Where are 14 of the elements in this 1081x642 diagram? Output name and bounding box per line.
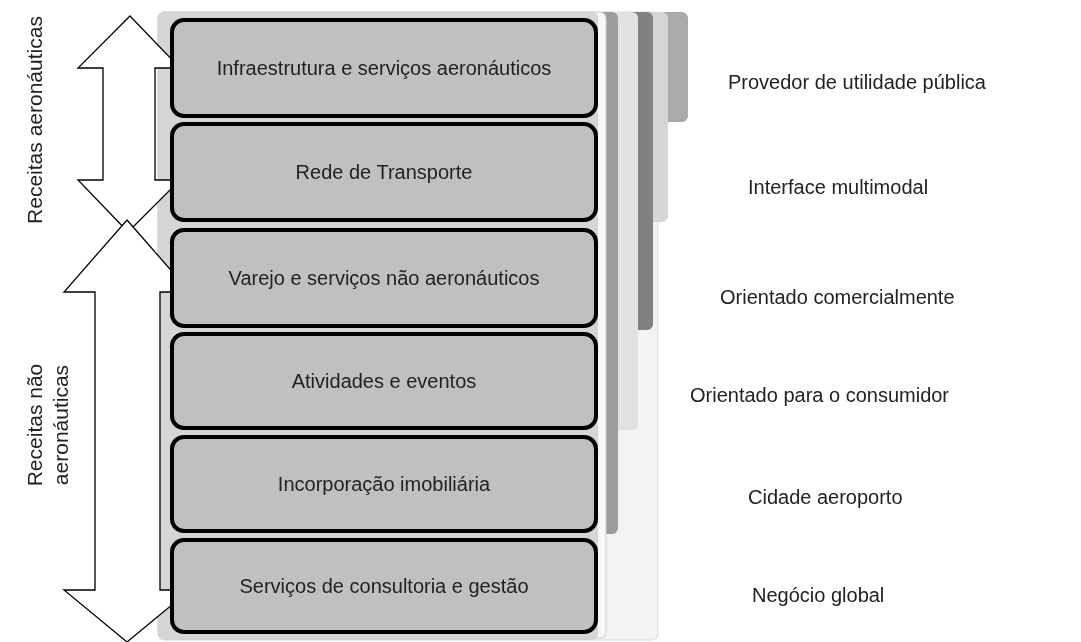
process-box: Serviços de consultoria e gestão: [170, 538, 598, 634]
category-label: Provedor de utilidade pública: [728, 70, 986, 95]
axis-label: Receitas não aeronáuticas: [22, 362, 73, 489]
process-box: Incorporação imobiliária: [170, 435, 598, 533]
process-box: Varejo e serviços não aeronáuticos: [170, 228, 598, 328]
process-box: Infraestrutura e serviços aeronáuticos: [170, 18, 598, 118]
process-box: Atividades e eventos: [170, 332, 598, 430]
category-label: Negócio global: [752, 583, 885, 608]
category-label: Interface multimodal: [748, 175, 929, 200]
axis-label: Receitas aeronáuticas: [22, 15, 47, 226]
process-box: Rede de Transporte: [170, 122, 598, 222]
category-label: Orientado para o consumidor: [690, 383, 950, 408]
category-label: Cidade aeroporto: [748, 485, 903, 510]
category-label: Orientado comercialmente: [720, 285, 955, 310]
